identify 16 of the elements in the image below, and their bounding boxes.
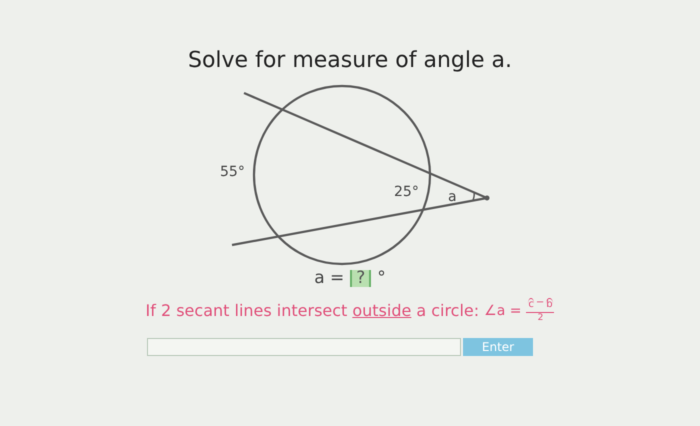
instruction-text: If 2 secant lines intersect [146,302,348,318]
angle-label: a [448,190,457,204]
angle-label: 25° [394,185,419,199]
angle-label: 55° [220,165,245,179]
instruction-text: a circle: [416,302,480,318]
equation-label: a = [314,270,344,287]
formula-denominator: 2 [526,312,554,323]
formula-label: ∠a = [484,304,522,318]
arc-variable: c [528,298,534,310]
title: Solve for measure of angle a. [187,50,513,72]
arc-variable: b [546,298,553,310]
degree-symbol: ° [377,270,386,287]
formula-operator: − [536,298,544,310]
answer-field: ? [350,270,372,287]
enter-button: Enter [463,338,533,356]
instruction-text: outside [352,302,412,318]
